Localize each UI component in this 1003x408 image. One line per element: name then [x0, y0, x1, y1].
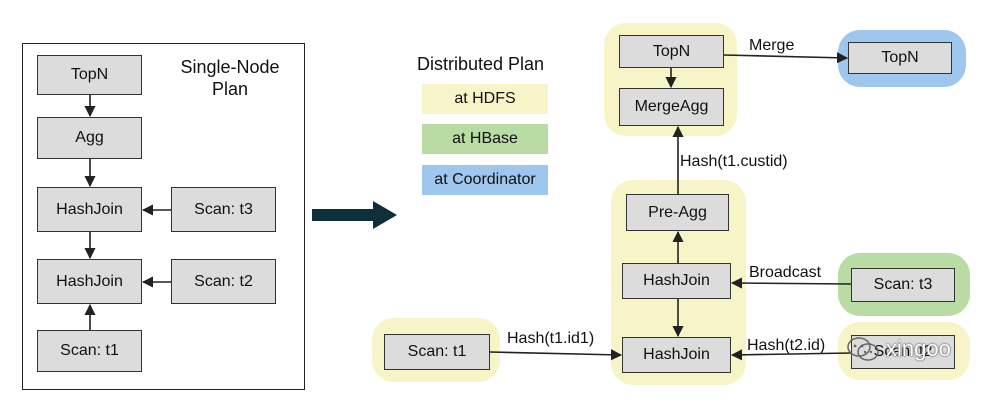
- edge-label-merge: Merge: [749, 37, 795, 54]
- dp-preagg-node: Pre-Agg: [626, 194, 729, 231]
- dp-hashjoin-lower-node: HashJoin: [622, 337, 731, 373]
- sn-hashjoin-lower-node: HashJoin: [37, 259, 142, 304]
- sn-agg-node: Agg: [37, 117, 142, 159]
- sn-scan-t2-node: Scan: t2: [171, 259, 276, 304]
- dp-edge-hash-id2: [730, 349, 852, 361]
- sn-scan-t1-node: Scan: t1: [37, 330, 142, 372]
- transition-arrow: [312, 201, 397, 229]
- edge-label-hash-id1: Hash(t1.id1): [507, 330, 595, 347]
- legend-title: Distributed Plan: [417, 54, 545, 74]
- dp-topn-node: TopN: [619, 35, 724, 68]
- watermark: xingoo: [846, 336, 951, 362]
- wechat-icon: [847, 337, 879, 361]
- single-node-title-line1: Single-Node: [180, 57, 280, 77]
- dp-scan-t1-node: Scan: t1: [384, 334, 490, 370]
- legend-item-hdfs: at HDFS: [422, 84, 548, 114]
- dp-edge-broadcast: [730, 277, 852, 289]
- watermark-text: xingoo: [886, 336, 951, 361]
- single-node-plan-title: Single-Node Plan: [170, 56, 290, 100]
- single-node-title-line2: Plan: [211, 79, 249, 99]
- legend-item-hbase: at HBase: [422, 124, 548, 154]
- sn-topn-node: TopN: [37, 55, 142, 95]
- dp-mergeagg-node: MergeAgg: [619, 88, 724, 126]
- dp-edge-hash-id1: [489, 349, 623, 361]
- dp-scan-t3-node: Scan: t3: [851, 268, 955, 302]
- edge-label-broadcast: Broadcast: [749, 264, 822, 281]
- sn-hashjoin-upper-node: HashJoin: [37, 187, 142, 232]
- dp-hashjoin-upper-node: HashJoin: [622, 263, 731, 299]
- legend-item-coordinator: at Coordinator: [422, 165, 548, 195]
- dp-edge-merge-to-coordinator: [723, 52, 849, 64]
- edge-label-hash-id2: Hash(t2.id): [747, 337, 826, 354]
- dp-coordinator-topn-node: TopN: [848, 42, 952, 74]
- edge-label-hash-custid: Hash(t1.custid): [680, 153, 788, 170]
- sn-scan-t3-node: Scan: t3: [171, 187, 276, 232]
